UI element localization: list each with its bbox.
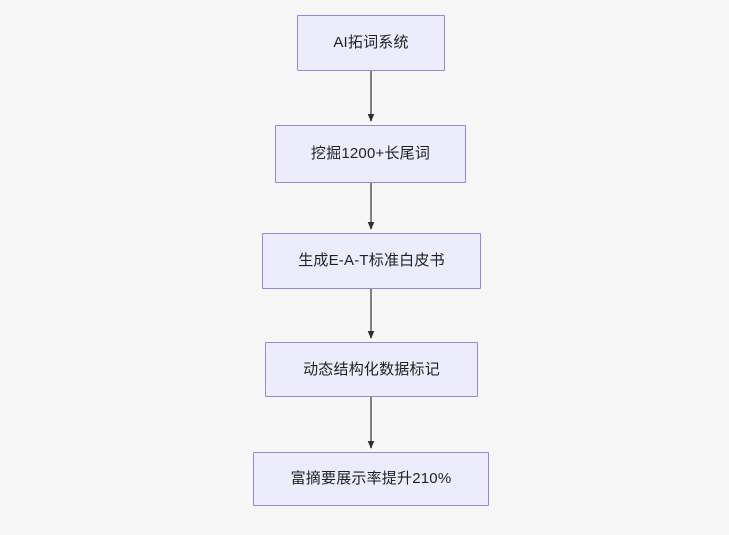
flow-node-mine-longtail-keywords[interactable]: 挖掘1200+长尾词 bbox=[275, 125, 466, 183]
flow-node-label: 生成E-A-T标准白皮书 bbox=[298, 252, 445, 269]
flow-node-label: AI拓词系统 bbox=[333, 34, 409, 51]
flow-node-label: 挖掘1200+长尾词 bbox=[310, 145, 431, 162]
flow-node-generate-eat-whitepaper[interactable]: 生成E-A-T标准白皮书 bbox=[262, 233, 481, 289]
flow-node-dynamic-structured-data-markup[interactable]: 动态结构化数据标记 bbox=[265, 342, 478, 397]
flow-node-ai-keyword-system[interactable]: AI拓词系统 bbox=[297, 15, 445, 71]
flow-node-label: 动态结构化数据标记 bbox=[303, 360, 440, 378]
flow-node-label: 富摘要展示率提升210% bbox=[290, 470, 452, 487]
flow-node-rich-snippet-rate-increase[interactable]: 富摘要展示率提升210% bbox=[253, 452, 489, 506]
